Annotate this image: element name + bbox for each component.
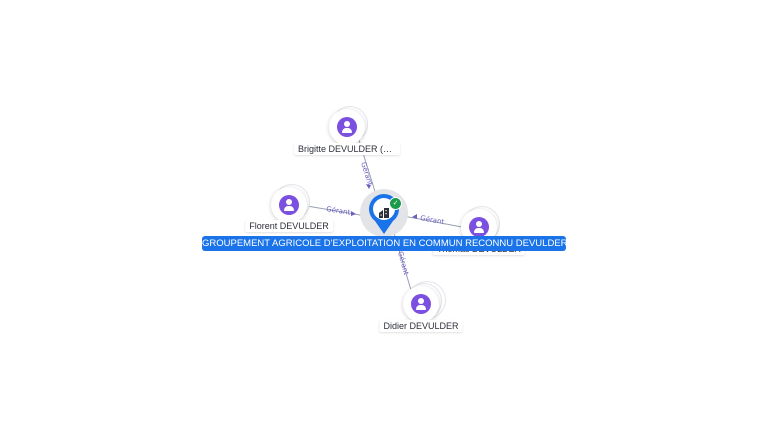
edge-arrow-thomas xyxy=(412,214,417,219)
user-icon xyxy=(469,217,489,237)
check-icon: ✓ xyxy=(389,197,402,210)
building-icon xyxy=(379,208,389,218)
person-label-didier[interactable]: Didier DEVULDER xyxy=(379,320,463,332)
edge-label-didier: Gérant xyxy=(396,250,410,276)
user-icon xyxy=(337,117,357,137)
company-label[interactable]: GROUPEMENT AGRICOLE D'EXPLOITATION EN CO… xyxy=(202,236,566,251)
person-label-florent[interactable]: Florent DEVULDER xyxy=(245,220,333,232)
edge-arrow-florent xyxy=(351,211,356,216)
user-icon xyxy=(279,195,299,215)
edge-florent xyxy=(306,205,367,217)
edge-thomas xyxy=(402,215,463,228)
edge-label-thomas: Gérant xyxy=(420,214,445,226)
edge-arrow-brigitte xyxy=(366,184,371,189)
person-label-brigitte[interactable]: Brigitte DEVULDER (G... xyxy=(294,143,400,155)
edge-label-brigitte: Gérant xyxy=(359,161,374,187)
user-icon xyxy=(411,294,431,314)
edge-label-florent: Gérant xyxy=(326,205,351,217)
